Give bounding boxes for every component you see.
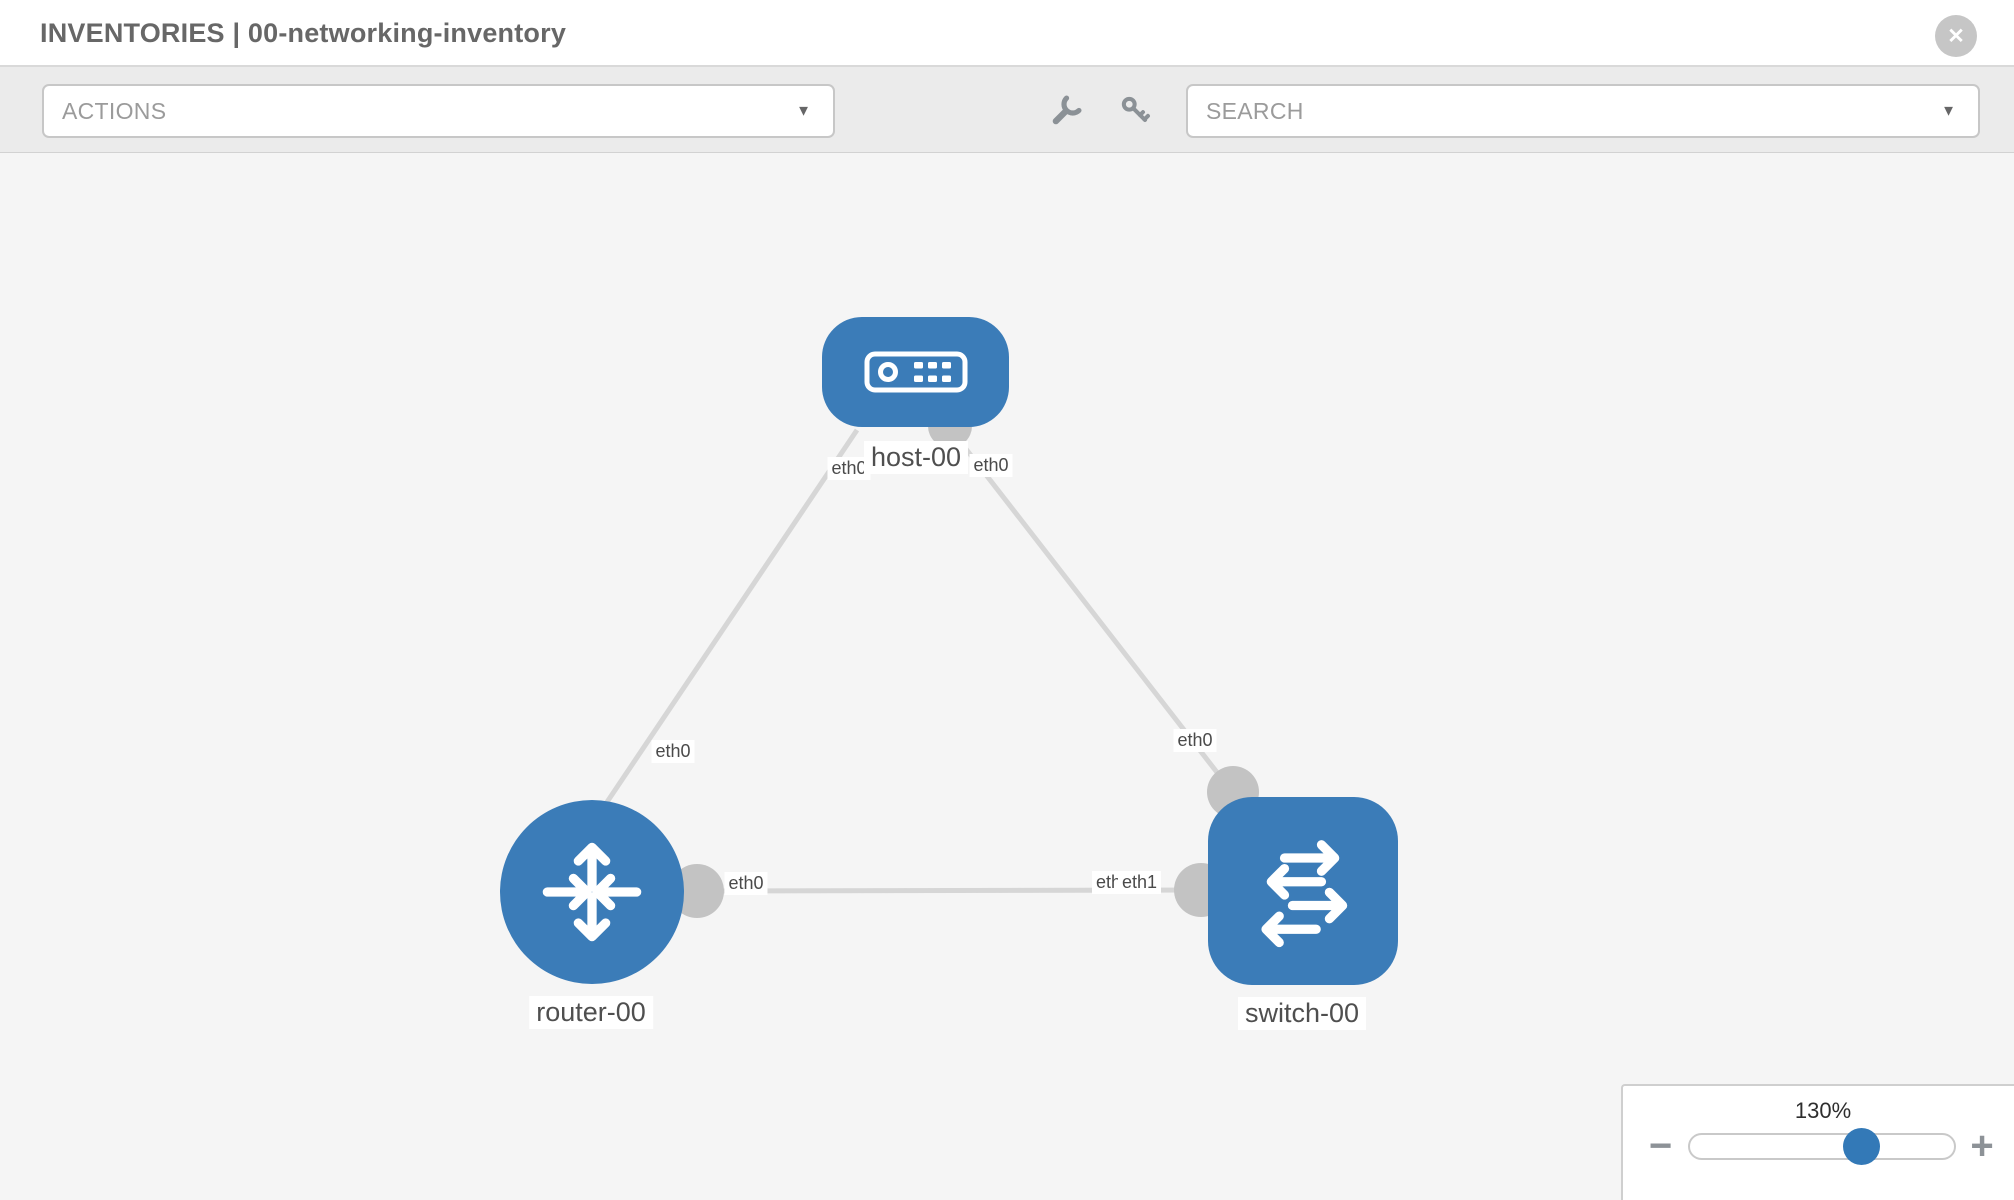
zoom-slider-handle[interactable]	[1843, 1127, 1881, 1165]
topology-edges	[598, 404, 1259, 918]
topology-canvas[interactable]: host-00 router-00 switch-00 eth0 eth0 et…	[0, 153, 2014, 1200]
key-icon	[1121, 96, 1150, 123]
actions-dropdown[interactable]: ACTIONS ▼	[42, 84, 835, 138]
interface-label-host-left: eth0	[827, 457, 871, 480]
chevron-down-icon: ▼	[796, 102, 811, 120]
node-switch-00[interactable]	[1208, 797, 1398, 985]
zoom-out-button[interactable]: −	[1649, 1124, 1673, 1168]
actions-dropdown-value: ACTIONS	[62, 97, 167, 124]
interface-label-router-top: eth0	[651, 740, 695, 763]
zoom-slider[interactable]	[1688, 1127, 1957, 1165]
link-line-host-router	[598, 428, 860, 813]
interface-label-host-right: eth0	[969, 454, 1013, 477]
toolbar: ACTIONS ▼ SEARCH ▼	[0, 67, 2014, 153]
host-icon	[864, 351, 967, 393]
interface-label-switch-top: eth0	[1173, 729, 1217, 752]
key-button[interactable]	[1118, 93, 1154, 129]
interface-label-switch-left: eth1	[1118, 871, 1162, 894]
header: INVENTORIES | 00-networking-inventory ✕	[0, 0, 2014, 67]
search-dropdown[interactable]: SEARCH ▼	[1186, 84, 1980, 138]
switch-icon	[1261, 840, 1348, 948]
node-label-router-00: router-00	[529, 996, 653, 1029]
search-dropdown-value: SEARCH	[1206, 97, 1304, 124]
node-label-switch-00: switch-00	[1237, 997, 1367, 1030]
page-title: INVENTORIES | 00-networking-inventory	[40, 18, 567, 48]
interface-label-router-right: eth0	[724, 872, 768, 895]
node-label-host-00: host-00	[863, 441, 969, 474]
wrench-icon	[1052, 95, 1082, 125]
interface-dot-router-right	[670, 864, 724, 918]
node-router-00[interactable]	[500, 800, 684, 984]
zoom-in-button[interactable]: +	[1970, 1124, 1994, 1168]
chevron-down-icon: ▼	[1941, 102, 1956, 120]
zoom-level: 130%	[1794, 1098, 1852, 1123]
close-button[interactable]: ✕	[1935, 15, 1977, 57]
zoom-panel: 130% − +	[1621, 1084, 2014, 1200]
close-icon: ✕	[1947, 24, 1965, 48]
wrench-button[interactable]	[1048, 93, 1084, 129]
node-host-00[interactable]	[822, 317, 1009, 427]
router-icon	[542, 842, 642, 942]
zoom-controls: − +	[1623, 1120, 2014, 1172]
